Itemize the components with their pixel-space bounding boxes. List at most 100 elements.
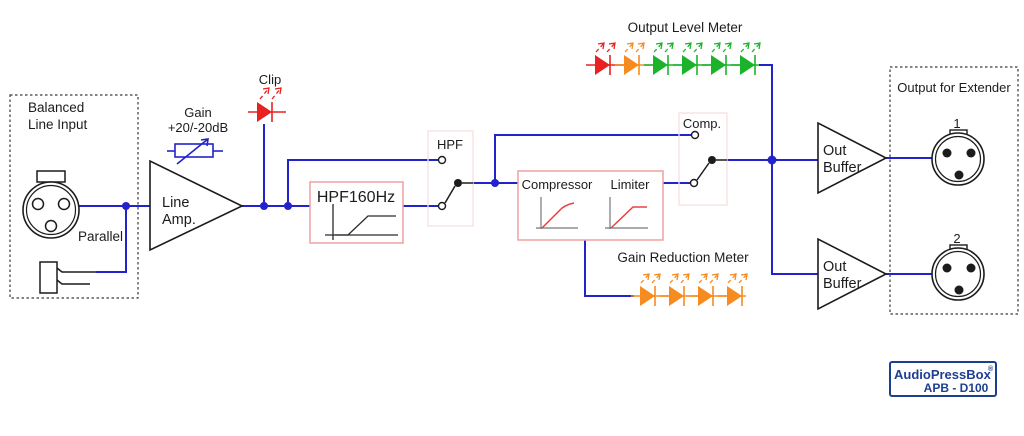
led-emission-arrowhead	[597, 42, 605, 50]
led-emission-arrowhead	[626, 42, 634, 50]
led-triangle	[624, 55, 639, 75]
output-for-extender-section: Output for Extender 1 2	[889, 66, 1019, 315]
wire-gr-meter-feed	[584, 240, 634, 297]
out-buffer-2: Out Buffer	[817, 237, 888, 311]
led-emission-arrowhead	[682, 273, 690, 281]
hpf-curve-icon	[325, 204, 398, 240]
compressor-limiter-block: Compressor Limiter	[517, 170, 664, 241]
out-buffer2-label-line2: Buffer	[823, 276, 862, 292]
led-emission-arrow	[595, 42, 605, 53]
led-triangle	[727, 286, 742, 306]
clip-label: Clip	[259, 72, 281, 87]
out-buffer1-label-line2: Buffer	[823, 160, 862, 176]
led-emission-arrowhead	[684, 42, 692, 50]
led-emission-arrowhead	[742, 42, 750, 50]
led-emission-arrow	[651, 273, 661, 284]
led-emission-arrowhead	[666, 42, 674, 50]
gain-label-line2: +20/-20dB	[168, 120, 228, 135]
led-emission-arrowhead	[671, 273, 679, 281]
junction-dot	[260, 202, 268, 210]
parallel-label: Parallel	[78, 229, 123, 244]
out-buffer1-label-line1: Out	[823, 143, 846, 159]
gain-reduction-meter: Gain Reduction Meter	[617, 250, 749, 306]
wire-junction-dots	[122, 155, 777, 210]
comp-switch-box	[678, 112, 728, 206]
compressor-curve-icon	[536, 197, 578, 229]
led-emission-arrowhead	[724, 42, 732, 50]
out-buffer1-triangle	[817, 121, 888, 195]
gain-reduction-meter-title: Gain Reduction Meter	[617, 250, 749, 265]
clip-indicator: Clip	[248, 72, 286, 122]
led-emission-arrowhead	[653, 273, 661, 281]
led-emission-arrow	[711, 42, 721, 53]
comp-switch-icon	[689, 130, 727, 188]
led-emission-arrow	[624, 42, 634, 53]
compressor-label: Compressor	[522, 177, 593, 192]
wire-hpf-bypass	[287, 159, 438, 206]
logo-brand-text: AudioPressBox	[894, 367, 992, 382]
brand-logo: AudioPressBox ® APB - D100	[889, 361, 997, 397]
logo-reg-mark: ®	[988, 365, 994, 373]
hpf-switch-box	[427, 130, 474, 227]
wire-meter-drop	[759, 64, 773, 160]
led-triangle	[711, 55, 726, 75]
junction-dot	[491, 179, 499, 187]
hpf-box-label: HPF160Hz	[317, 189, 395, 206]
signal-wires	[79, 64, 933, 297]
output-section-label: Output for Extender	[897, 80, 1011, 95]
input-section-box	[9, 94, 139, 299]
gain-trim-icon	[167, 138, 223, 165]
wire-to-buffer2	[771, 160, 818, 275]
junction-dot	[122, 202, 130, 210]
balanced-line-input-section: Balanced Line Input Parallel	[9, 94, 139, 299]
led-triangle	[669, 286, 684, 306]
led-triangle	[640, 286, 655, 306]
led-emission-arrowhead	[740, 273, 748, 281]
out-buffer2-label-line1: Out	[823, 259, 846, 275]
led-emission-arrow	[740, 42, 750, 53]
led-emission-arrowhead	[700, 273, 708, 281]
led-emission-arrowhead	[637, 42, 645, 50]
led-emission-arrow	[606, 42, 616, 53]
hpf-switch-label: HPF	[437, 137, 463, 152]
led-emission-arrow	[698, 273, 708, 284]
led-emission-arrow	[640, 273, 650, 284]
hpf-box	[309, 181, 404, 244]
line-amp-label-line2: Amp.	[162, 212, 196, 228]
led-emission-arrow	[722, 42, 732, 53]
led-emission-arrowhead	[608, 42, 616, 50]
input-section-label-line2: Line Input	[28, 117, 88, 132]
led-emission-arrow	[682, 42, 692, 53]
limiter-label: Limiter	[610, 177, 650, 192]
led-emission-arrow	[693, 42, 703, 53]
hpf-filter-block: HPF160Hz	[309, 181, 404, 244]
led-emission-arrowhead	[711, 273, 719, 281]
output-level-meter-title: Output Level Meter	[628, 20, 743, 35]
led-emission-arrow	[635, 42, 645, 53]
led-emission-arrowhead	[713, 42, 721, 50]
clip-led-icon	[248, 87, 286, 122]
led-triangle	[740, 55, 755, 75]
led-triangle	[682, 55, 697, 75]
out-buffer-1: Out Buffer	[817, 121, 888, 195]
logo-model-text: APB - D100	[924, 381, 989, 395]
gain-label-line1: Gain	[184, 105, 211, 120]
out-buffer2-triangle	[817, 237, 888, 311]
input-section-label-line1: Balanced	[28, 100, 84, 115]
led-triangle	[653, 55, 668, 75]
xlr2-number-label: 2	[953, 231, 960, 246]
led-emission-arrow	[738, 273, 748, 284]
parallel-jack-icon	[39, 261, 96, 294]
led-emission-arrow	[669, 273, 679, 284]
led-emission-arrowhead	[753, 42, 761, 50]
line-amp: Line Amp. Gain +20/-20dB	[149, 105, 244, 252]
comp-switch: Comp.	[678, 112, 728, 206]
comp-switch-label: Comp.	[683, 116, 721, 131]
led-triangle	[698, 286, 713, 306]
led-emission-arrowhead	[655, 42, 663, 50]
led-emission-arrow	[709, 273, 719, 284]
led-emission-arrow	[727, 273, 737, 284]
gain-reduction-meter-leds	[631, 273, 748, 306]
